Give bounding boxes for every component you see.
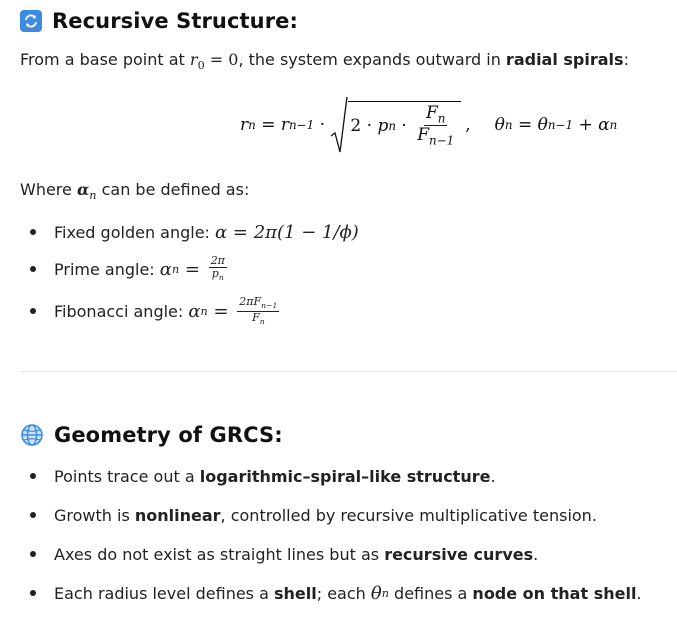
list-item: Points trace out a logarithmic–spiral–li… — [30, 460, 642, 492]
intro-paragraph: From a base point at r0 = 0, the system … — [20, 50, 629, 73]
list-item: Growth is nonlinear, controlled by recur… — [30, 499, 642, 531]
where-line: Where αn can be defined as: — [20, 180, 250, 203]
section-title: Recursive Structure: — [52, 9, 299, 33]
section-heading-geometry: Geometry of GRCS: — [20, 423, 283, 447]
list-item: Each radius level defines a shell; each … — [30, 577, 642, 609]
geometry-list: Points trace out a logarithmic–spiral–li… — [30, 460, 642, 609]
list-item: Fixed golden angle: α = 2π(1 − 1/ϕ) — [30, 216, 359, 248]
fraction-fn: Fn Fn−1 — [417, 102, 455, 148]
arrows-cycle-icon — [20, 10, 42, 32]
list-item: Axes do not exist as straight lines but … — [30, 538, 642, 570]
section-title: Geometry of GRCS: — [54, 423, 283, 447]
section-heading-recursive-structure: Recursive Structure: — [20, 9, 298, 33]
angle-definitions-list: Fixed golden angle: α = 2π(1 − 1/ϕ) Prim… — [30, 216, 359, 332]
sqrt-sign — [330, 96, 349, 154]
section-divider — [20, 371, 677, 372]
globe-icon — [20, 423, 44, 447]
